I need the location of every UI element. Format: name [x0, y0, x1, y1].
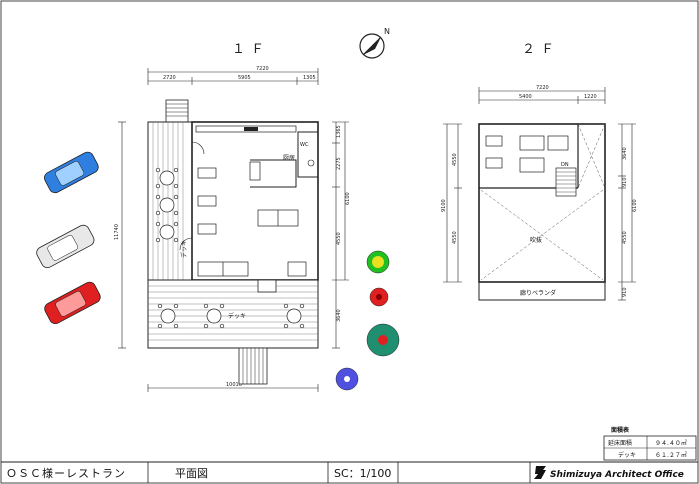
- f2-dim-left-total: 9100: [441, 199, 447, 212]
- title-drawing: 平面図: [175, 467, 208, 480]
- floor1-plan: 7220 2720 5905 1305 11740 1365 2275 4550…: [114, 66, 351, 392]
- car-white-icon: [36, 224, 95, 269]
- f1-label-side-deck: デッキ: [180, 240, 188, 258]
- f1-dim-right-a: 1365: [336, 125, 342, 138]
- north-arrow-icon: N: [359, 27, 390, 59]
- f2-dim-top-b: 1220: [584, 94, 597, 100]
- f1-dim-bottom: 10010: [226, 382, 242, 388]
- f1-side-deck-tables: [155, 167, 179, 243]
- f2-label-void: 吹抜: [530, 236, 542, 244]
- area-row-1-label: 延床面積: [608, 439, 632, 447]
- f1-label-wc: WC: [300, 142, 309, 148]
- f2-label-stair-dn: DN: [561, 162, 569, 168]
- f1-kitchen-counter: [195, 125, 297, 133]
- f1-wc: [297, 131, 319, 178]
- f1-dim-right-c: 4550: [336, 232, 342, 245]
- f2-dim-right-c: 4550: [622, 231, 628, 244]
- f1-dim-right-d: 6100: [345, 192, 351, 205]
- area-table: 面積表 延床面積 ９４.４０㎡ デッキ ６１.２７㎡: [603, 426, 697, 461]
- f2-dim-left-b: 4550: [452, 231, 458, 244]
- tree-red-icon: [369, 287, 389, 307]
- f1-label-front-deck: デッキ: [228, 312, 246, 320]
- area-row-2-value: ６１.２７㎡: [655, 451, 687, 459]
- f2-dim-top-a: 5400: [519, 94, 532, 100]
- floor2-label: ２Ｆ: [522, 42, 560, 57]
- title-office: Shimizuya Architect Office: [550, 470, 684, 480]
- f1-dim-top-c: 1305: [303, 75, 316, 81]
- floor2-plan: 7220 5400 1220 4550 9100 4550 3640 910 6…: [441, 85, 638, 301]
- f1-label-kitchen: 厨房: [283, 154, 295, 162]
- title-block: ＯＳＣ様ーレストラン 平面図 SC：1/100 Shimizuya Archit…: [1, 461, 698, 483]
- f1-dim-right-b: 2275: [336, 157, 342, 170]
- f2-label-veranda: 廊りベランダ: [520, 289, 556, 297]
- area-row-1-value: ９４.４０㎡: [655, 439, 687, 447]
- tree-teal-icon: [366, 323, 400, 357]
- f2-dim-left-a: 4550: [452, 153, 458, 166]
- tree-yellow-icon: [366, 250, 390, 274]
- area-table-title: 面積表: [611, 426, 630, 434]
- f1-front-deck-tables: [157, 303, 305, 329]
- f1-dim-top-b: 5905: [238, 75, 251, 81]
- f2-dim-right-d: 910: [622, 287, 628, 297]
- f2-dim-right-a: 3640: [622, 147, 628, 160]
- f1-dim-top-a: 2720: [163, 75, 176, 81]
- f1-dim-left: 11740: [114, 224, 120, 240]
- f2-dim-top-total: 7220: [536, 85, 549, 91]
- f1-entrance: [257, 279, 277, 293]
- tree-blue-icon: [335, 367, 359, 391]
- area-row-2-label: デッキ: [618, 451, 636, 459]
- office-logo-icon: [534, 466, 546, 479]
- f1-range: [244, 127, 258, 131]
- floor1-label: １Ｆ: [232, 42, 270, 57]
- f2-stair: DN: [555, 162, 577, 197]
- car-blue-icon: [44, 151, 99, 194]
- car-red-icon: [44, 281, 101, 325]
- f1-top-stair: [165, 99, 189, 123]
- title-scale: SC：1/100: [334, 467, 391, 480]
- f2-dim-right-total: 6100: [632, 199, 638, 212]
- f2-dim-right-b: 910: [622, 177, 628, 187]
- north-label: N: [384, 27, 390, 36]
- f1-dining-tables: [197, 167, 307, 277]
- title-project: ＯＳＣ様ーレストラン: [6, 466, 126, 480]
- f1-dim-right-e: 3640: [336, 309, 342, 322]
- f1-dim-top-total: 7220: [256, 66, 269, 72]
- f1-bottom-stair: [238, 347, 268, 385]
- f2-dining-tables: [485, 135, 569, 173]
